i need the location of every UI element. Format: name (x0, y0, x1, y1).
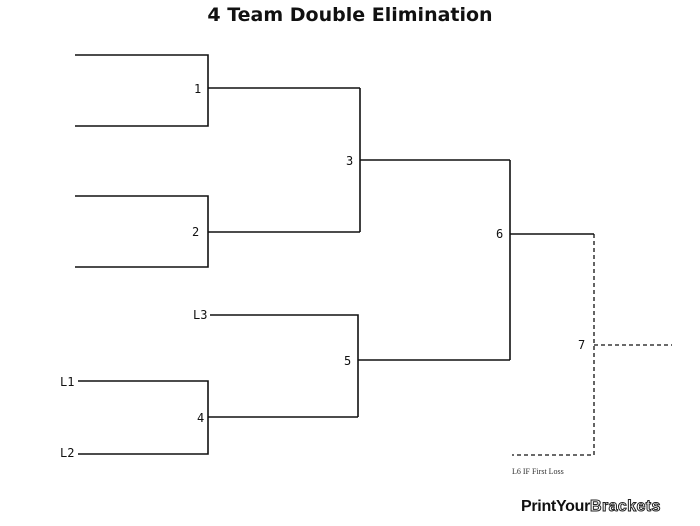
game-6-bracket (509, 160, 594, 360)
game-4-label: 4 (197, 411, 204, 425)
game-7-bracket (512, 234, 672, 456)
if-first-loss-note: L6 IF First Loss (512, 467, 564, 476)
game-5-bracket (210, 314, 510, 417)
seed-label-l3: L3 (193, 308, 207, 322)
printyourbrackets-logo: PrintYourBrackets (521, 498, 661, 516)
game-1-label: 1 (194, 82, 201, 96)
seed-label-l1: L1 (60, 375, 74, 389)
game-1-bracket (75, 54, 360, 127)
game-6-label: 6 (496, 227, 503, 241)
game-2-label: 2 (192, 225, 199, 239)
bracket-title: 4 Team Double Elimination (207, 4, 493, 26)
game-2-bracket (75, 195, 360, 268)
game-3-label: 3 (346, 154, 353, 168)
game-4-bracket (78, 380, 358, 455)
game-7-label: 7 (578, 338, 585, 352)
seed-label-l2: L2 (60, 446, 74, 460)
game-3-bracket (359, 88, 510, 232)
game-5-label: 5 (344, 354, 351, 368)
